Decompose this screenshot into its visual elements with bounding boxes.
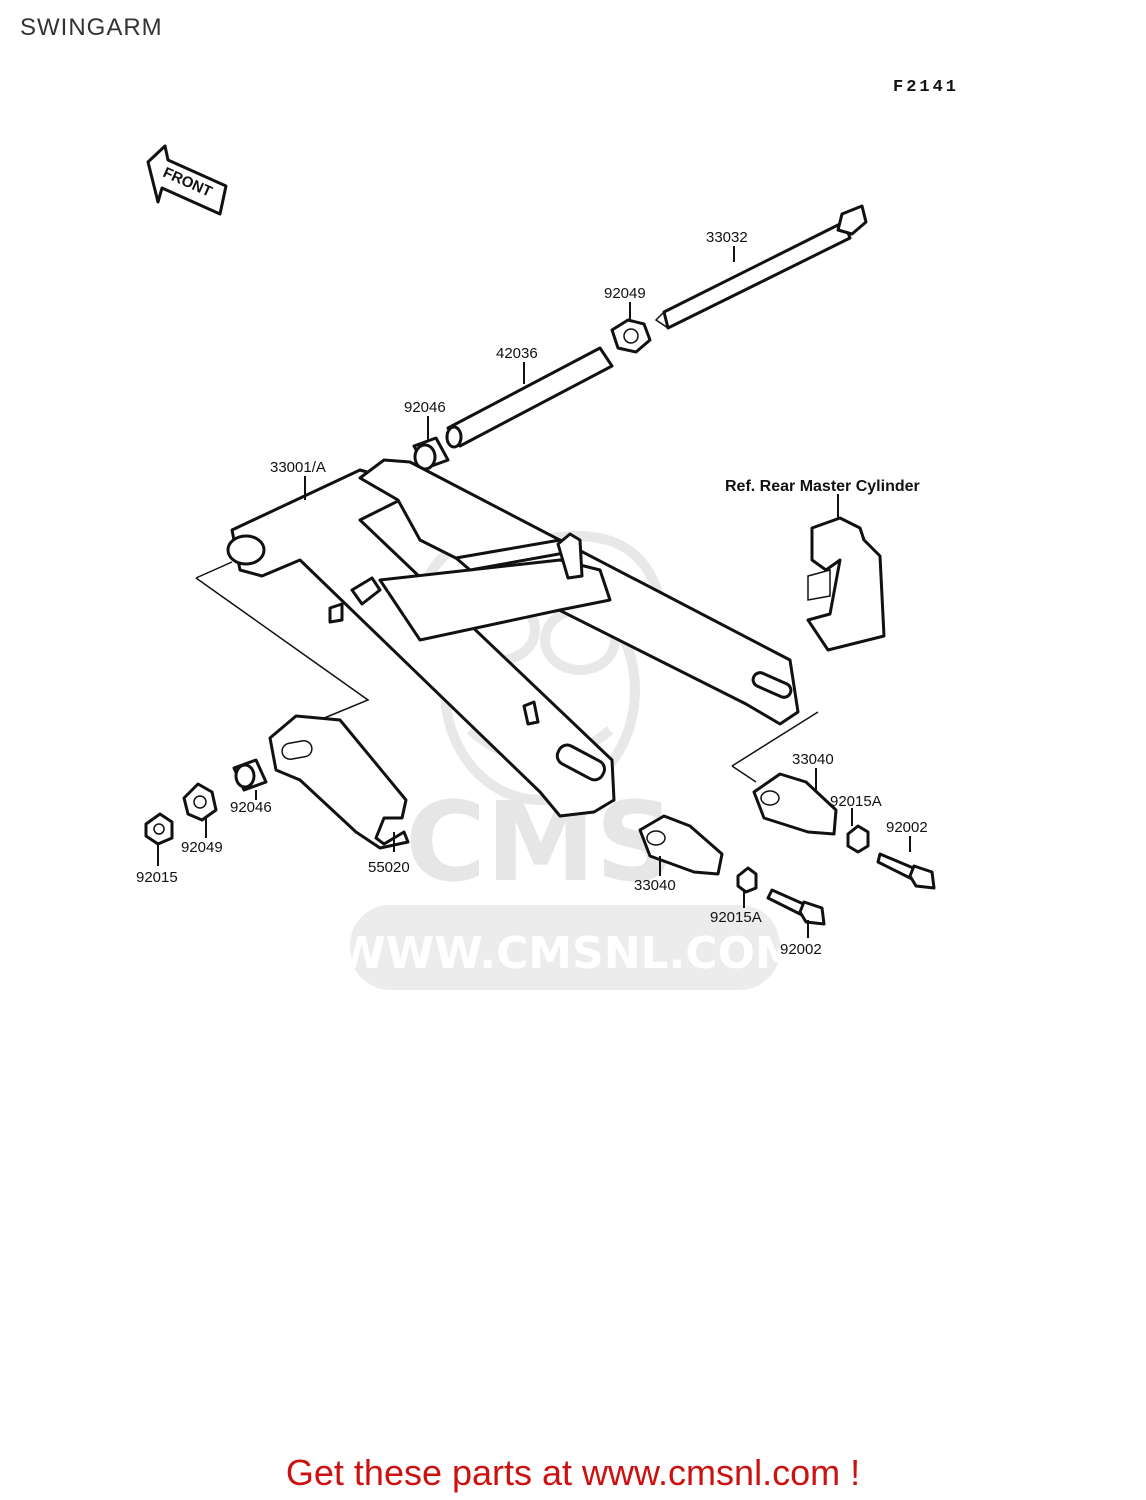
nut-92049-top [610, 318, 652, 354]
part-label-92046-top: 92046 [404, 399, 446, 416]
watermark-logo: CMS [405, 778, 674, 906]
watermark-url: WWW.CMSNL.COM [337, 928, 799, 979]
swingarm-33001A [226, 458, 800, 818]
part-label-33032: 33032 [706, 229, 748, 246]
bolt-92002-right [876, 852, 936, 890]
part-label-55020: 55020 [368, 859, 410, 876]
nut-92049-left [182, 782, 218, 822]
nut-92015A-right [846, 824, 870, 854]
bearing-92046-top [412, 436, 450, 471]
reference-note-master-cylinder: Ref. Rear Master Cylinder [725, 478, 920, 495]
pivot-shaft-33032 [654, 204, 868, 330]
bearing-92046-left [232, 758, 268, 792]
front-arrow: FRONT [146, 144, 228, 216]
part-label-92015A-right: 92015A [830, 793, 882, 810]
master-cylinder-bracket [806, 516, 886, 652]
part-label-92002-lower: 92002 [780, 941, 822, 958]
part-label-92046-left: 92046 [230, 799, 272, 816]
watermark-url-badge [350, 905, 780, 990]
figure-code: F2141 [893, 78, 960, 97]
part-label-92015A-lower: 92015A [710, 909, 762, 926]
part-label-33040-lower: 33040 [634, 877, 676, 894]
part-labels: 33032 92049 42036 92046 33001/A Ref. Rea… [136, 229, 928, 958]
part-label-33001A: 33001/A [270, 459, 326, 476]
chain-adjuster-33040-right [752, 772, 838, 836]
part-label-42036: 42036 [496, 345, 538, 362]
part-label-92002-right: 92002 [886, 819, 928, 836]
collar-42036 [445, 346, 614, 449]
part-label-33040-right: 33040 [792, 751, 834, 768]
part-label-92049-top: 92049 [604, 285, 646, 302]
chain-case-55020 [268, 714, 410, 850]
nut-92015-left [144, 812, 174, 846]
swingarm-exploded-diagram: CMS WWW.CMSNL.COM FRONT [136, 144, 936, 990]
get-parts-link[interactable]: Get these parts at www.cmsnl.com ! [285, 1452, 861, 1493]
page-title: SWINGARM [20, 14, 163, 41]
leader-lines [157, 246, 911, 938]
part-label-92049-left: 92049 [181, 839, 223, 856]
nut-92015A-lower [736, 866, 758, 894]
bolt-92002-lower [766, 888, 826, 926]
part-label-92015: 92015 [136, 869, 178, 886]
